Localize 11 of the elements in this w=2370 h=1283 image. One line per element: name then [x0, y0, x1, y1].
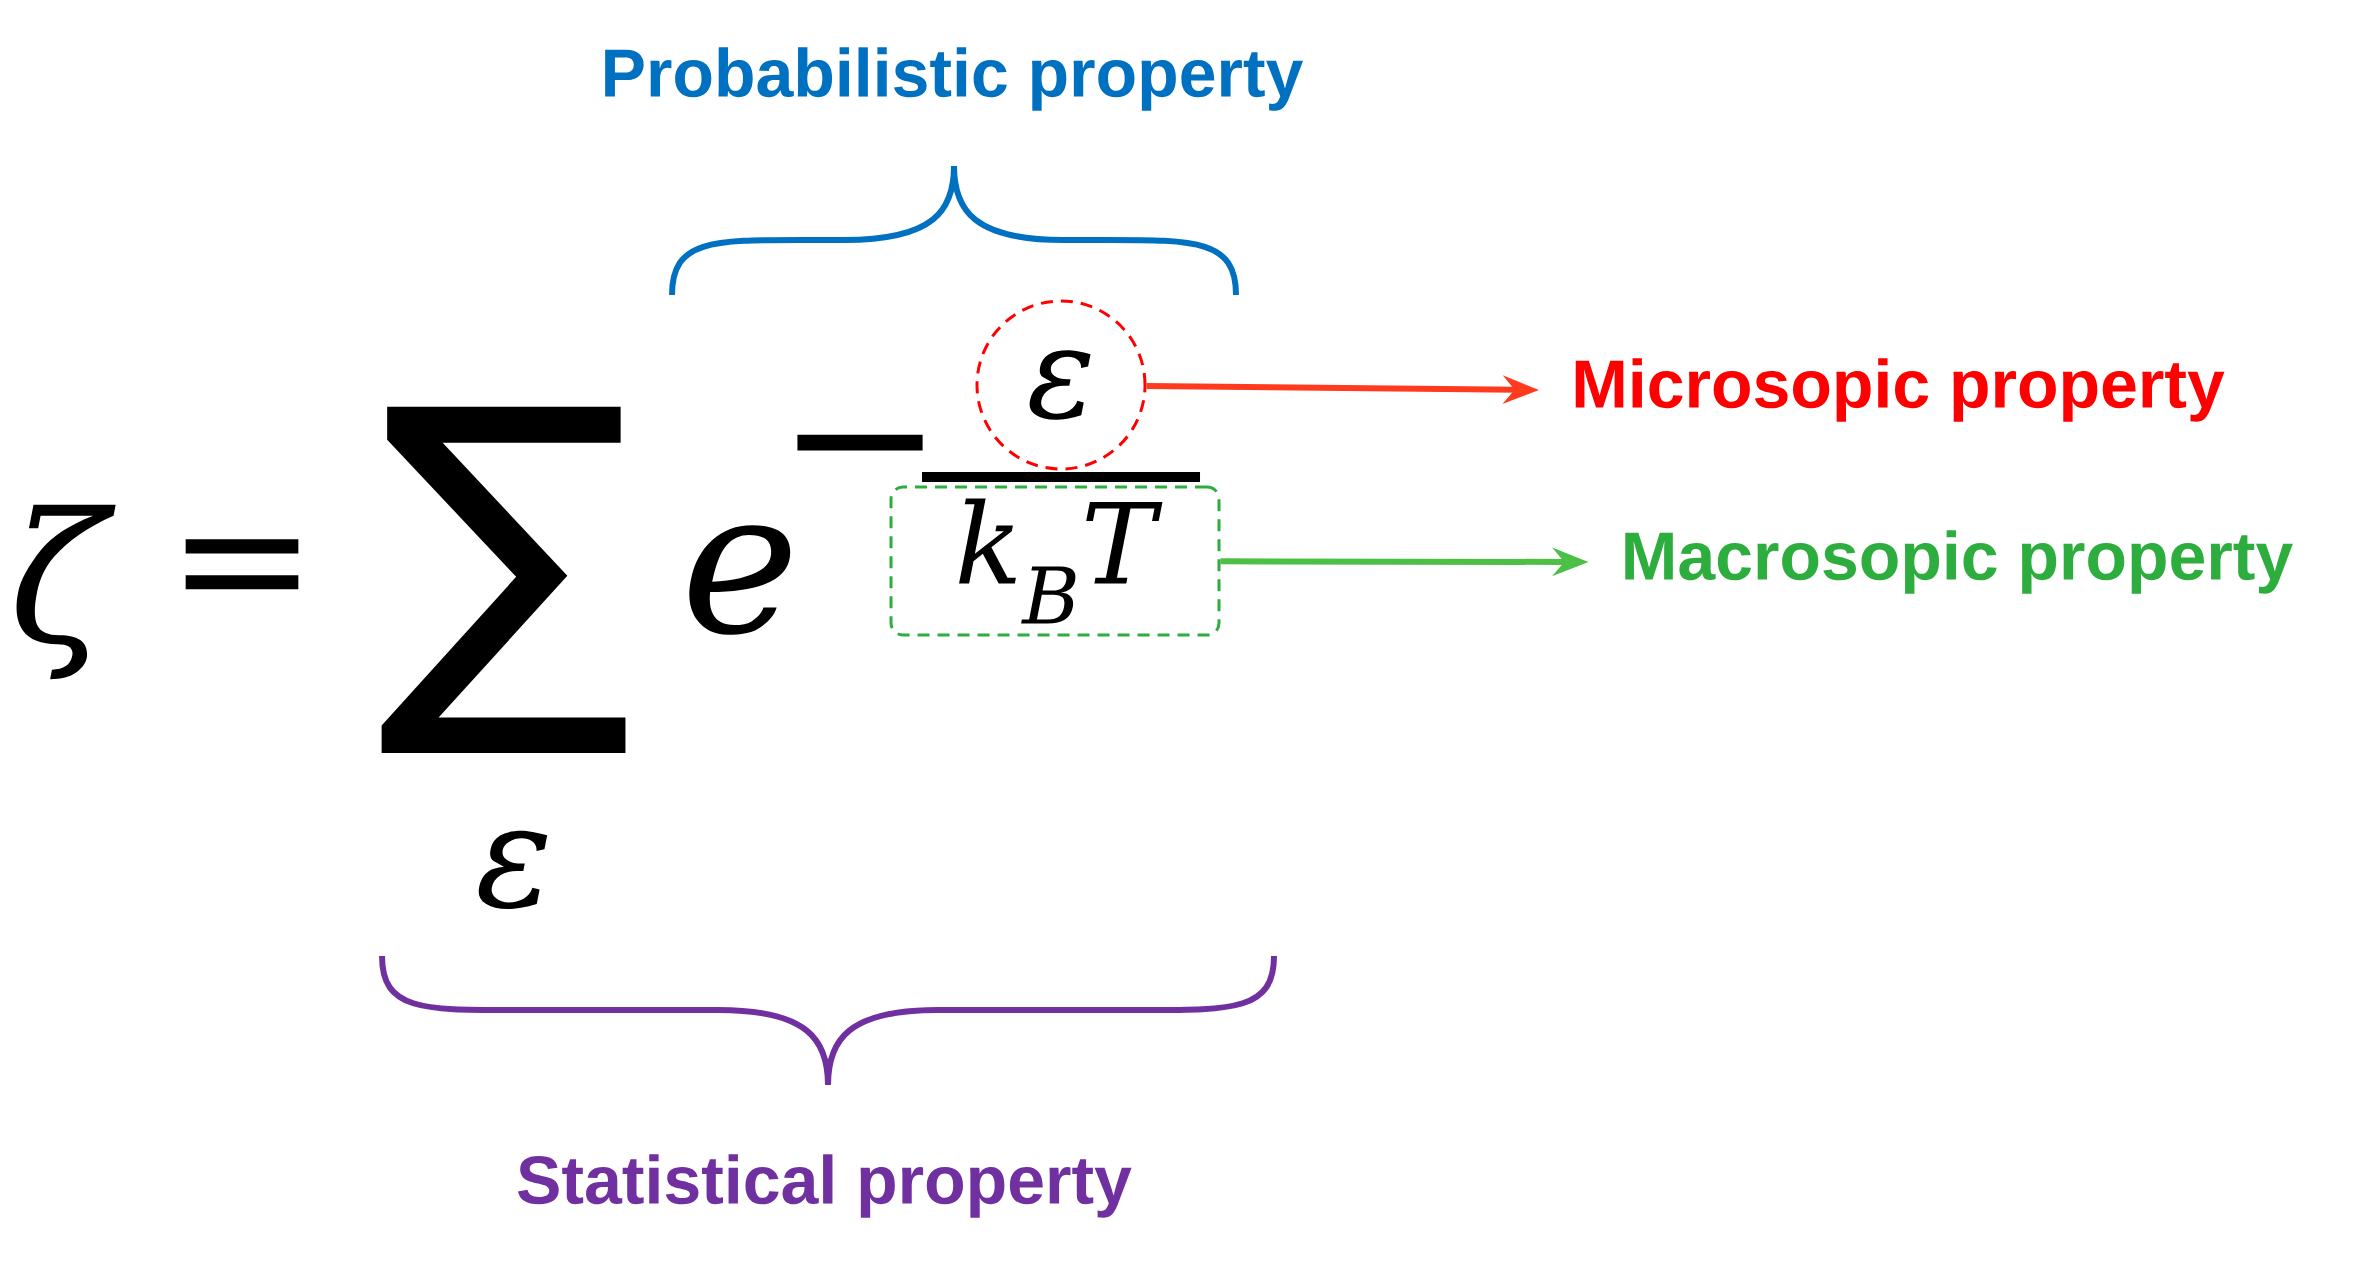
formula-symbol: e — [689, 525, 791, 635]
minus-sign: − — [797, 434, 923, 451]
annotation-text: Macrosopic property — [1625, 530, 2293, 594]
sum-symbol: ∑ — [381, 406, 626, 754]
heading: Statistical property — [518, 1154, 1132, 1218]
formula-symbol: = — [185, 539, 299, 590]
formula-symbol: ε — [478, 830, 548, 910]
formula-symbol: ζ — [16, 504, 116, 680]
annotation-text: Microsopic property — [1575, 358, 2225, 422]
heading: Probabilistic property — [605, 47, 1304, 111]
dashed-box: k$_{B}$T — [889, 485, 1221, 637]
